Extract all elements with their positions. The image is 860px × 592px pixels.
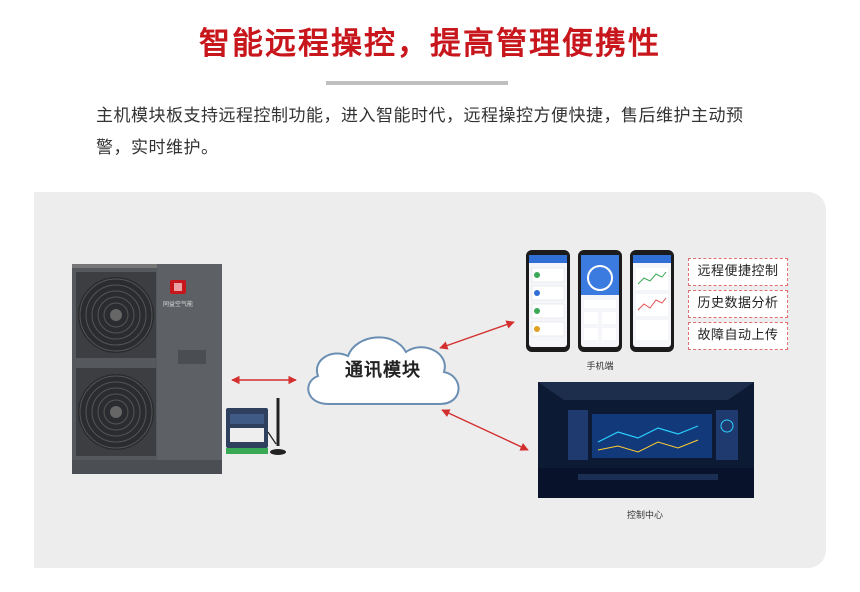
- hub-label: 通讯模块: [345, 360, 421, 381]
- unit-brand-label: 同益空气能: [163, 300, 193, 308]
- cloud-icon: [307, 336, 460, 405]
- fan-top: [76, 272, 156, 358]
- title-divider: [326, 81, 508, 85]
- page-title: 智能远程操控，提高管理便携性: [199, 26, 661, 62]
- feature-history-analysis: 历史数据分析: [688, 290, 788, 318]
- phone-caption: 手机端: [586, 362, 614, 372]
- feature-fault-upload: 故障自动上传: [688, 322, 788, 350]
- dtu-modem-image: [226, 398, 286, 455]
- control-center-image: [538, 382, 754, 498]
- control-center-caption: 控制中心: [626, 511, 663, 521]
- heat-pump-unit-image: 同益空气能: [72, 264, 222, 474]
- feature-remote-control: 远程便捷控制: [688, 258, 788, 286]
- fan-bottom: [76, 368, 156, 456]
- intro-text: 主机模块板支持远程控制功能，进入智能时代，远程操控方便快捷，售后维护主动预警，实…: [96, 106, 744, 158]
- mobile-app-screens-image: [526, 250, 674, 352]
